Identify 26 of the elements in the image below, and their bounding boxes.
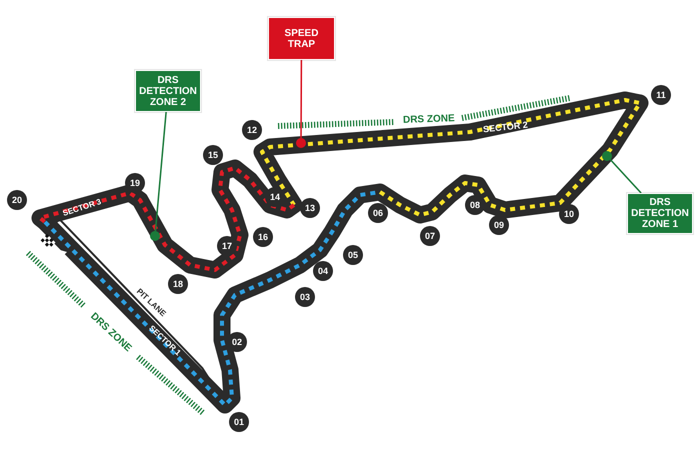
drs-zone-label: DRS ZONE: [402, 112, 455, 126]
turn-number: 05: [343, 245, 363, 265]
callout-label: SPEED TRAP: [268, 17, 335, 60]
track-section-label: SECTOR 2: [482, 120, 528, 134]
turn-number: 08: [465, 195, 485, 215]
leader-line: [300, 60, 302, 138]
turn-number: 17: [217, 236, 237, 256]
turn-number: 06: [368, 203, 388, 223]
leader-line: [154, 112, 167, 232]
turn-number: 01: [229, 412, 249, 432]
turn-number: 15: [203, 145, 223, 165]
turn-number: 04: [313, 261, 333, 281]
turn-number: 20: [7, 190, 27, 210]
turn-number: 10: [559, 204, 579, 224]
turn-number: 18: [168, 274, 188, 294]
callout-label: DRS DETECTION ZONE 2: [135, 70, 201, 112]
turn-number: 16: [253, 227, 273, 247]
turn-number: 19: [125, 173, 145, 193]
turn-number: 13: [300, 198, 320, 218]
turn-number: 09: [489, 215, 509, 235]
callout-label: DRS DETECTION ZONE 1: [627, 193, 693, 234]
leader-line: [610, 159, 642, 194]
turn-number: 03: [295, 287, 315, 307]
turn-number: 12: [242, 120, 262, 140]
turn-number: 11: [651, 85, 671, 105]
turn-number: 07: [420, 226, 440, 246]
